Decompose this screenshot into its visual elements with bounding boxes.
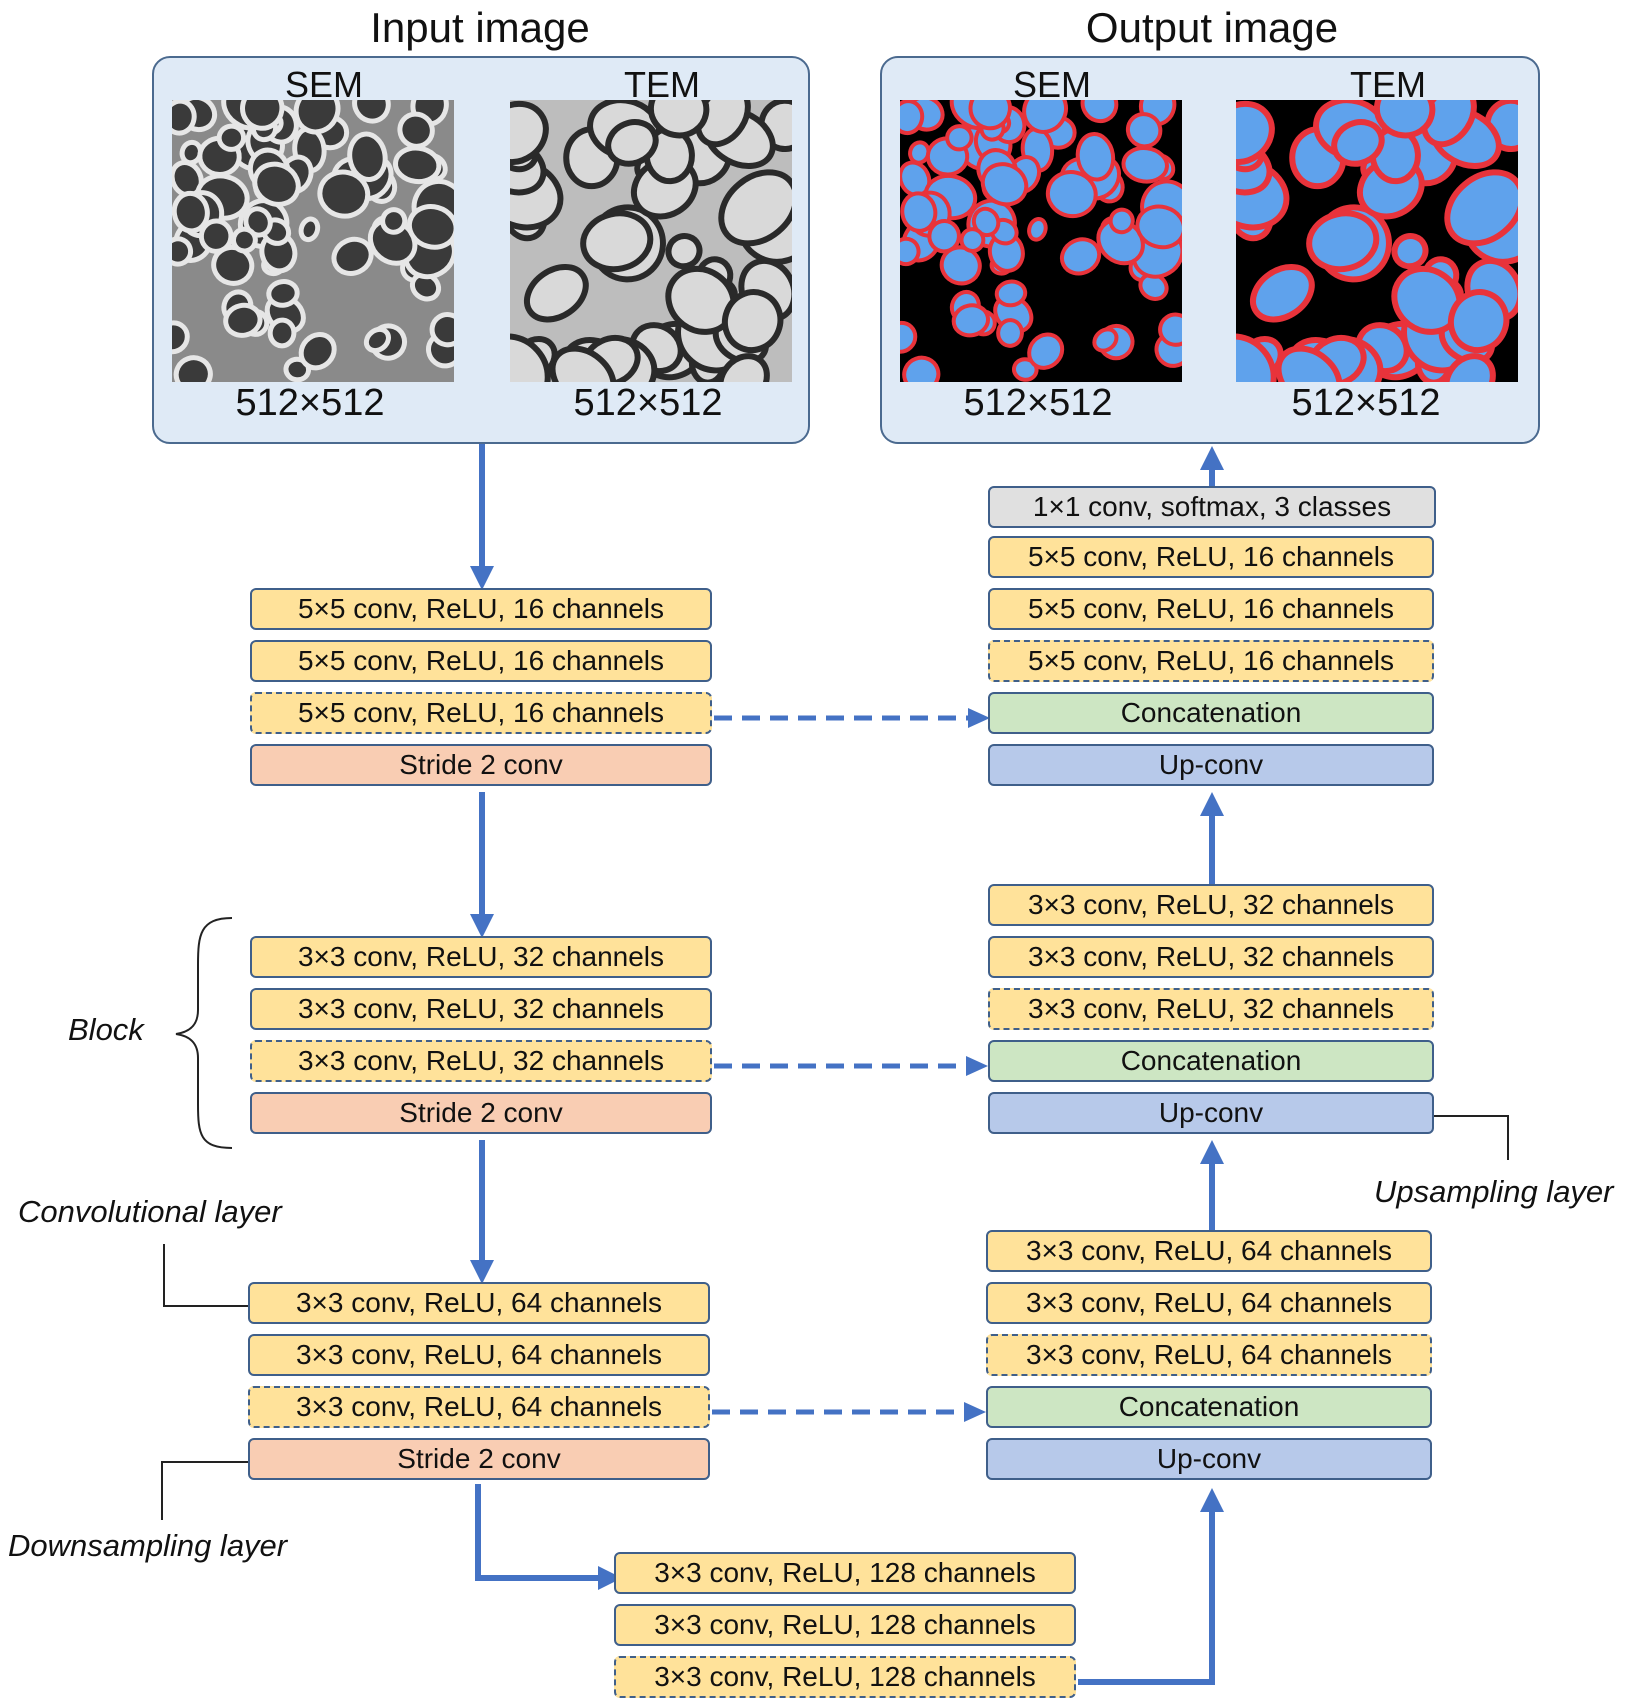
decoder-block2-up-conv: Up-conv xyxy=(988,1092,1434,1134)
output-sem-segmentation xyxy=(900,100,1182,382)
decoder-block1-conv-1: 5×5 conv, ReLU, 16 channels xyxy=(988,536,1434,578)
bottleneck-conv-1: 3×3 conv, ReLU, 128 channels xyxy=(614,1552,1076,1594)
upsampling-layer-annotation: Upsampling layer xyxy=(1374,1174,1614,1209)
encoder-block1-conv-2: 5×5 conv, ReLU, 16 channels xyxy=(250,640,712,682)
output-tem-label: TEM xyxy=(1350,64,1426,105)
encoder-block2-conv-2: 3×3 conv, ReLU, 32 channels xyxy=(250,988,712,1030)
encoder-block1-conv-1: 5×5 conv, ReLU, 16 channels xyxy=(250,588,712,630)
input-image-panel: SEM TEM 512×512 512×512 xyxy=(152,56,810,444)
input-sem-image xyxy=(172,100,454,382)
bottleneck-conv-2: 3×3 conv, ReLU, 128 channels xyxy=(614,1604,1076,1646)
output-heading: Output image xyxy=(1085,4,1339,51)
leader-line-up xyxy=(1432,1115,1509,1160)
arrowhead xyxy=(964,1402,986,1422)
output-tem-size: 512×512 xyxy=(1291,382,1441,424)
arrow-enc3-to-bottleneck xyxy=(475,1484,600,1581)
leader-line-conv xyxy=(163,1244,248,1307)
decoder-block2-conv-3: 3×3 conv, ReLU, 32 channels xyxy=(988,988,1434,1030)
downsampling-layer-annotation: Downsampling layer xyxy=(8,1528,288,1563)
arrowhead xyxy=(966,1056,988,1076)
encoder-block3-conv-1: 3×3 conv, ReLU, 64 channels xyxy=(248,1282,710,1324)
input-sem-label: SEM xyxy=(284,64,363,105)
encoder-block1-stride-conv: Stride 2 conv xyxy=(250,744,712,786)
decoder-block3-concatenation: Concatenation xyxy=(986,1386,1432,1428)
decoder-block2-concatenation: Concatenation xyxy=(988,1040,1434,1082)
encoder-block3-conv-2: 3×3 conv, ReLU, 64 channels xyxy=(248,1334,710,1376)
output-image-panel: SEM TEM 512×512 512×512 xyxy=(880,56,1540,444)
decoder-block2-conv-2: 3×3 conv, ReLU, 32 channels xyxy=(988,936,1434,978)
leader-line-down xyxy=(161,1461,248,1520)
bottleneck-conv-3: 3×3 conv, ReLU, 128 channels xyxy=(614,1656,1076,1698)
encoder-block2-conv-1: 3×3 conv, ReLU, 32 channels xyxy=(250,936,712,978)
input-sem-size: 512×512 xyxy=(235,382,385,424)
decoder-block1-up-conv: Up-conv xyxy=(988,744,1434,786)
input-heading: Input image xyxy=(370,4,590,51)
arrowhead xyxy=(470,566,494,590)
arrowhead xyxy=(1200,1488,1224,1512)
block-brace xyxy=(175,917,233,1149)
encoder-block2-stride-conv: Stride 2 conv xyxy=(250,1092,712,1134)
arrowhead xyxy=(1200,446,1224,470)
arrowhead xyxy=(1200,1140,1224,1164)
encoder-block2-conv-3: 3×3 conv, ReLU, 32 channels xyxy=(250,1040,712,1082)
arrowhead xyxy=(470,914,494,938)
input-tem-label: TEM xyxy=(624,64,700,105)
arrowhead xyxy=(968,708,990,728)
block-annotation: Block xyxy=(68,1012,144,1047)
input-tem-size: 512×512 xyxy=(573,382,723,424)
input-tem-image xyxy=(510,100,792,382)
arrowhead xyxy=(1200,792,1224,816)
decoder-block2-conv-1: 3×3 conv, ReLU, 32 channels xyxy=(988,884,1434,926)
decoder-block3-conv-3: 3×3 conv, ReLU, 64 channels xyxy=(986,1334,1432,1376)
decoder-block3-conv-1: 3×3 conv, ReLU, 64 channels xyxy=(986,1230,1432,1272)
encoder-block1-conv-3: 5×5 conv, ReLU, 16 channels xyxy=(250,692,712,734)
output-sem-label: SEM xyxy=(1012,64,1091,105)
encoder-block3-conv-3: 3×3 conv, ReLU, 64 channels xyxy=(248,1386,710,1428)
decoder-block1-conv-3: 5×5 conv, ReLU, 16 channels xyxy=(988,640,1434,682)
decoder-block3-up-conv: Up-conv xyxy=(986,1438,1432,1480)
output-sem-size: 512×512 xyxy=(963,382,1113,424)
convolutional-layer-annotation: Convolutional layer xyxy=(18,1194,282,1229)
output-tem-segmentation xyxy=(1236,100,1518,382)
arrow-bottleneck-to-dec3 xyxy=(1078,1510,1215,1685)
decoder-block3-conv-2: 3×3 conv, ReLU, 64 channels xyxy=(986,1282,1432,1324)
arrowhead xyxy=(470,1260,494,1284)
final-softmax-conv: 1×1 conv, softmax, 3 classes xyxy=(988,486,1436,528)
decoder-block1-concatenation: Concatenation xyxy=(988,692,1434,734)
decoder-block1-conv-2: 5×5 conv, ReLU, 16 channels xyxy=(988,588,1434,630)
arrowhead xyxy=(598,1566,622,1590)
encoder-block3-stride-conv: Stride 2 conv xyxy=(248,1438,710,1480)
